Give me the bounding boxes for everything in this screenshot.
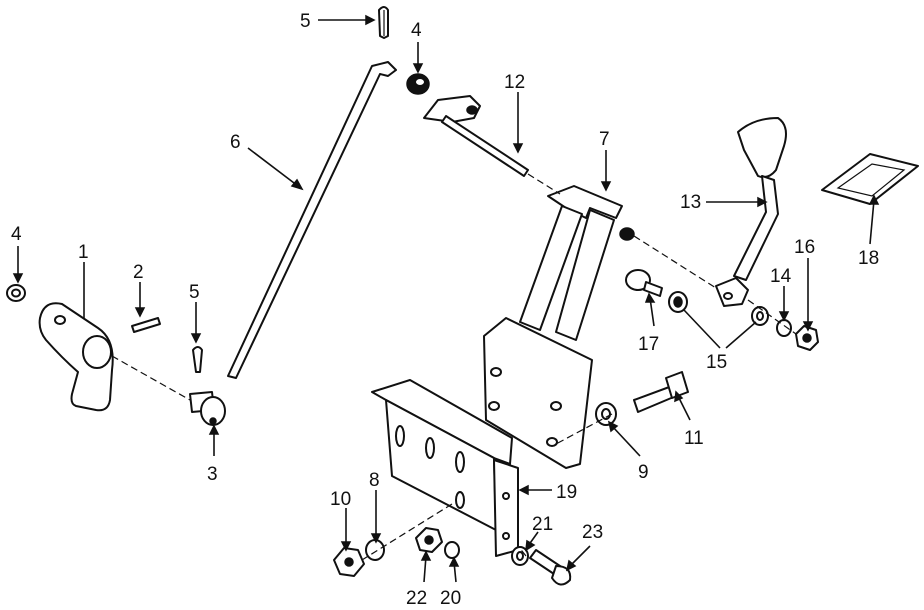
part-5-cotter-pin-top xyxy=(378,6,389,39)
callout-14: 14 xyxy=(770,266,792,287)
callout-5: 5 xyxy=(189,282,200,303)
part-16-nut xyxy=(795,325,819,351)
part-19-base-bracket xyxy=(371,379,519,557)
part-11-bolt xyxy=(633,371,689,413)
callout-4: 4 xyxy=(11,224,22,245)
callout-7: 7 xyxy=(599,129,610,150)
part-1-lever-arm xyxy=(38,302,114,412)
callout-16: 16 xyxy=(794,237,815,258)
callout-5: 5 xyxy=(300,11,311,32)
callout-22: 22 xyxy=(406,588,427,609)
part-10-nut xyxy=(333,547,365,577)
callout-1: 1 xyxy=(78,242,89,263)
part-12-shaft xyxy=(423,95,529,177)
callout-4: 4 xyxy=(411,20,422,41)
callout-11: 11 xyxy=(684,428,704,449)
callout-12: 12 xyxy=(504,72,525,93)
part-4-washer-left xyxy=(6,284,26,302)
part-18-shift-plate xyxy=(821,153,919,205)
part-5-cotter-pin-lower xyxy=(192,346,203,373)
callout-9: 9 xyxy=(638,462,649,483)
part-3-clevis-pin xyxy=(189,391,226,426)
callout-2: 2 xyxy=(133,262,144,283)
callout-labels: 1 2 3 4 4 5 5 6 7 8 9 10 11 12 13 14 15 … xyxy=(11,11,879,609)
part-21-washer xyxy=(511,546,529,566)
part-9-washer xyxy=(595,402,617,426)
callout-8: 8 xyxy=(369,470,380,491)
callout-15: 15 xyxy=(706,352,727,373)
part-7-mount-plate xyxy=(483,317,593,469)
leader-lines xyxy=(12,14,880,583)
part-15-washer-a xyxy=(668,291,688,313)
part-15-washer-b xyxy=(751,306,769,326)
callout-19: 19 xyxy=(556,482,577,503)
part-7-upright-bracket xyxy=(519,185,635,341)
callout-10: 10 xyxy=(330,489,351,510)
part-4-washer-top xyxy=(406,73,430,95)
part-2-pin xyxy=(131,317,161,333)
callout-23: 23 xyxy=(582,522,603,543)
callout-17: 17 xyxy=(638,334,659,355)
callout-20: 20 xyxy=(440,588,461,609)
part-6-control-rod xyxy=(227,61,397,379)
part-22-nut xyxy=(415,527,443,553)
callout-18: 18 xyxy=(858,248,879,269)
part-20-lock-washer xyxy=(444,541,460,559)
assembly-lines xyxy=(111,173,797,561)
callout-21: 21 xyxy=(532,514,553,535)
part-17-bolt xyxy=(625,269,663,297)
callout-3: 3 xyxy=(207,464,218,485)
callout-13: 13 xyxy=(680,192,701,213)
callout-6: 6 xyxy=(230,132,241,153)
part-23-carriage-bolt xyxy=(529,549,572,586)
part-8-lock-washer xyxy=(365,539,385,561)
